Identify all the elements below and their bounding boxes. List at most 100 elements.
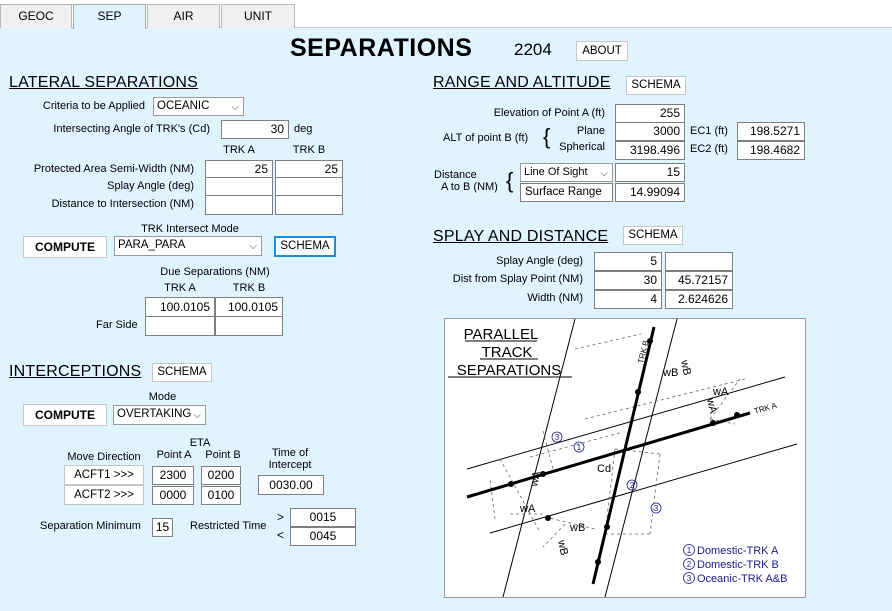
- time-of-intercept-label: Time of Intercept: [268, 447, 312, 471]
- legend-number-2: 2: [687, 560, 692, 569]
- distance-label-1: Distance: [434, 169, 477, 181]
- tab-unit[interactable]: UNIT: [221, 4, 295, 28]
- chevron-down-icon: ⌵: [231, 102, 239, 113]
- chevron-down-icon: ⌵: [193, 410, 201, 421]
- trk-a-header: TRK A: [223, 144, 255, 156]
- acft1-point-b-input[interactable]: 0200: [201, 466, 241, 485]
- plane-alt-input[interactable]: 3000: [615, 122, 685, 141]
- tab-air[interactable]: AIR: [147, 4, 220, 28]
- trk-a-line: [466, 411, 751, 499]
- spherical-label: Spherical: [559, 141, 605, 153]
- trk-mode-label: TRK Intersect Mode: [141, 223, 239, 235]
- far-side-b-output: [215, 316, 283, 336]
- width-input[interactable]: 4: [594, 290, 662, 309]
- range-heading: RANGE AND ALTITUDE: [433, 74, 611, 91]
- splay-a-input[interactable]: [205, 177, 273, 196]
- diagram-number-circles: [551, 431, 662, 514]
- diagram-title-2: TRACK: [482, 344, 533, 361]
- acft2-point-b-input[interactable]: 0100: [201, 486, 241, 505]
- distance-mode-select[interactable]: Line Of Sight ⌵: [520, 163, 613, 182]
- intercept-mode-value: OVERTAKING: [117, 408, 192, 420]
- surface-range-output: 14.99094: [615, 183, 685, 202]
- distance-brace: {: [506, 168, 514, 193]
- dist-intersection-label: Distance to Intersection (NM): [51, 198, 194, 210]
- diagram-title-1: PARALLEL: [464, 326, 539, 343]
- splay-angle-output: [665, 252, 733, 271]
- move-direction-label: Move Direction: [67, 451, 141, 463]
- splay-angle-input[interactable]: 5: [594, 252, 662, 271]
- legend-domestic-trk-a: Domestic-TRK A: [697, 545, 779, 557]
- greater-than-symbol: >: [277, 510, 285, 524]
- trk-b-boundary-right: [604, 319, 678, 597]
- due-trk-a-header: TRK A: [164, 282, 196, 294]
- chevron-down-icon: ⌵: [249, 241, 257, 252]
- dist-splay-input[interactable]: 30: [594, 271, 662, 290]
- diagram-number-3b: 3: [654, 504, 659, 513]
- acft2-point-a-input[interactable]: 0000: [152, 486, 194, 505]
- criteria-select[interactable]: OCEANIC ⌵: [153, 97, 244, 116]
- legend-number-1: 1: [687, 546, 692, 555]
- diagram-number-2: 2: [630, 481, 635, 490]
- width-output: 2.624626: [665, 290, 733, 309]
- tab-sep[interactable]: SEP: [73, 4, 146, 29]
- lateral-compute-button[interactable]: COMPUTE: [23, 236, 107, 258]
- wb-label-2: wB: [662, 367, 678, 379]
- interceptions-heading: INTERCEPTIONS: [9, 363, 142, 380]
- acft2-button[interactable]: ACFT2 >>>: [64, 485, 144, 505]
- wa-label-2: wA: [704, 396, 719, 415]
- trk-a-diagram-label: TRK A: [753, 401, 778, 416]
- diagram-number-1: 1: [577, 443, 582, 452]
- page-title: SEPARATIONS: [290, 34, 473, 62]
- due-sep-b-output: 100.0105: [215, 297, 283, 317]
- surface-range-label: Surface Range: [520, 183, 613, 202]
- trk-b-line: [591, 326, 656, 585]
- trk-b-boundary-left: [502, 319, 576, 597]
- angle-unit: deg: [294, 123, 313, 135]
- intersect-angle-input[interactable]: 30: [221, 120, 289, 139]
- interceptions-schema-button[interactable]: SCHEMA: [152, 363, 212, 382]
- about-button[interactable]: ABOUT: [576, 41, 628, 61]
- far-side-a-output: [145, 316, 215, 336]
- legend-number-3: 3: [687, 574, 692, 583]
- ec1-label: EC1 (ft): [690, 125, 728, 137]
- lateral-heading: LATERAL SEPARATIONS: [9, 74, 199, 91]
- angle-label: Intersecting Angle of TRK's (Cd): [53, 123, 210, 135]
- legend-circles: [683, 544, 695, 584]
- point-b-label: Point B: [205, 449, 241, 461]
- dist-b-input[interactable]: [275, 195, 343, 215]
- alt-brace: {: [543, 124, 551, 149]
- less-than-symbol: <: [277, 528, 285, 542]
- interceptions-compute-button[interactable]: COMPUTE: [23, 404, 107, 426]
- criteria-label: Criteria to be Applied: [42, 100, 145, 112]
- alt-point-b-label: ALT of point B (ft): [443, 132, 529, 144]
- splay-schema-button[interactable]: SCHEMA: [623, 226, 683, 245]
- cd-label: Cd: [597, 463, 611, 475]
- trk-a-boundary-top: [466, 376, 786, 470]
- ec1-output: 198.5271: [737, 122, 805, 141]
- range-schema-button[interactable]: SCHEMA: [626, 76, 686, 95]
- lateral-schema-button[interactable]: SCHEMA: [274, 236, 336, 257]
- eta-label: ETA: [189, 437, 211, 449]
- distance-mode-value: Line Of Sight: [524, 166, 588, 178]
- trk-mode-value: PARA_PARA: [118, 239, 186, 251]
- semi-width-b-input[interactable]: 25: [275, 160, 343, 179]
- restricted-before-output: 0045: [290, 527, 356, 546]
- wb-label-4: wB: [555, 538, 570, 556]
- intercept-mode-select[interactable]: OVERTAKING ⌵: [113, 405, 206, 425]
- track-nodes: [508, 338, 740, 565]
- wa-label-3: wA: [528, 470, 543, 489]
- parallel-track-diagram: PARALLEL TRACK SEPARATIONS: [444, 318, 806, 598]
- acft1-button[interactable]: ACFT1 >>>: [64, 465, 144, 485]
- dist-a-input[interactable]: [205, 195, 273, 215]
- trk-mode-select[interactable]: PARA_PARA ⌵: [114, 236, 262, 256]
- sep-min-input[interactable]: 15: [152, 518, 173, 537]
- splay-b-input[interactable]: [275, 177, 343, 196]
- time-of-intercept-output: 0030.00: [258, 475, 324, 495]
- spherical-alt-output: 3198.496: [615, 141, 685, 160]
- ec2-label: EC2 (ft): [690, 143, 728, 155]
- wa-label-4: wA: [519, 503, 536, 515]
- tab-geoc[interactable]: GEOC: [0, 4, 72, 28]
- diagram-svg: PARALLEL TRACK SEPARATIONS: [448, 319, 798, 597]
- acft1-point-a-input[interactable]: 2300: [152, 466, 194, 485]
- elevation-input[interactable]: 255: [615, 104, 685, 123]
